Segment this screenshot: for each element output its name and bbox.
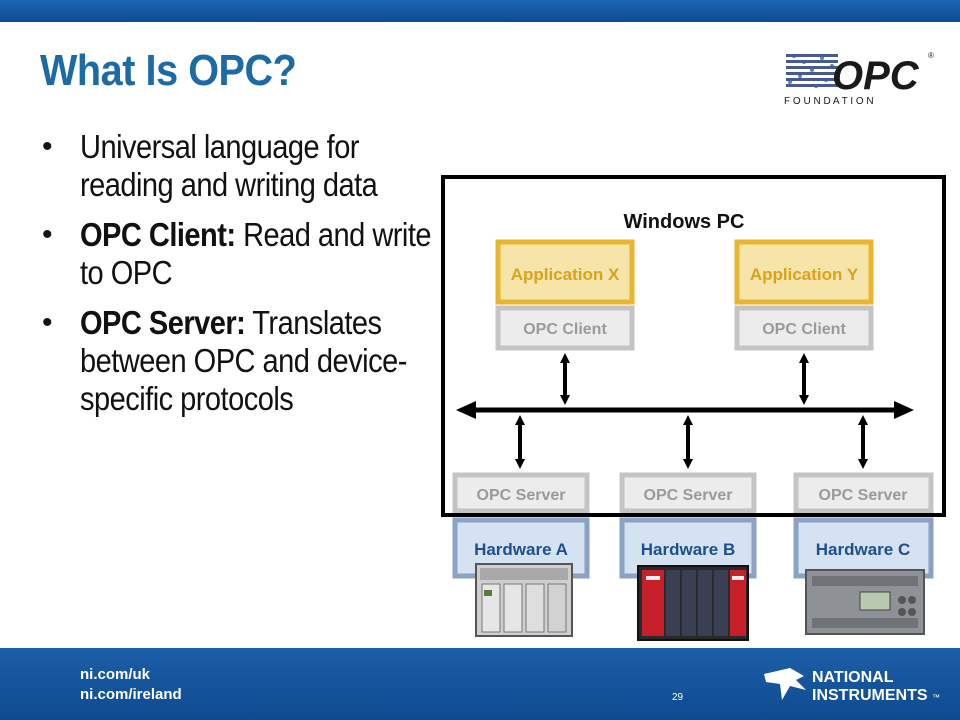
windows-pc-boundary	[441, 175, 946, 517]
hardware-c-label: Hardware C	[816, 540, 910, 559]
hardware-c-device-image	[805, 569, 925, 635]
server-hardware-b-block: OPC Server Hardware B	[619, 472, 757, 579]
bullet-list: Universal language for reading and writi…	[40, 128, 440, 430]
ni-eagle-icon	[764, 668, 806, 700]
footer-bar: ni.com/uk ni.com/ireland 29 NATIONAL INS…	[0, 648, 960, 720]
page-number: 29	[672, 692, 684, 703]
national-instruments-logo: NATIONAL INSTRUMENTS ™	[764, 668, 940, 704]
hardware-b-label: Hardware B	[641, 540, 735, 559]
application-y-block: Application Y OPC Client	[734, 239, 874, 351]
opc-client-label: OPC Client	[523, 321, 607, 338]
server-hardware-a-block: OPC Server Hardware A	[452, 472, 590, 579]
logo-stripes	[786, 54, 838, 87]
windows-pc-label: Windows PC	[624, 211, 745, 233]
ni-brand-line1: NATIONAL	[812, 669, 894, 686]
bullet-item: OPC Server: Translates between OPC and d…	[40, 304, 440, 418]
opc-server-label: OPC Server	[644, 487, 733, 504]
ni-brand-line2: INSTRUMENTS	[812, 687, 928, 704]
opc-architecture-diagram: Application X OPC Client Application Y O…	[441, 175, 946, 641]
bullet-item: Universal language for reading and writi…	[40, 128, 440, 204]
opc-server-label: OPC Server	[477, 487, 566, 504]
application-x-label: Application X	[511, 265, 620, 284]
logo-main-text: OPC	[832, 54, 920, 98]
footer-link-uk[interactable]: ni.com/uk	[80, 666, 151, 683]
opc-client-label: OPC Client	[762, 321, 846, 338]
opc-foundation-logo: OPC ® F O U N D A T I O N	[784, 51, 934, 107]
footer-link-ireland[interactable]: ni.com/ireland	[80, 686, 182, 703]
slide-title: What Is OPC?	[40, 46, 297, 95]
bullet-item: OPC Client: Read and write to OPC	[40, 216, 440, 292]
application-x-block: Application X OPC Client	[495, 239, 635, 351]
logo-reg-mark: ®	[928, 51, 934, 60]
application-y-label: Application Y	[750, 265, 859, 284]
hardware-a-device-image	[475, 563, 573, 637]
ni-tm-mark: ™	[932, 693, 940, 702]
hardware-a-label: Hardware A	[474, 540, 568, 559]
opc-server-label: OPC Server	[819, 487, 908, 504]
logo-sub-text: F O U N D A T I O N	[784, 96, 874, 107]
hardware-b-device-image	[637, 565, 749, 641]
top-bar	[0, 0, 960, 22]
server-hardware-c-block: OPC Server Hardware C	[793, 472, 934, 579]
